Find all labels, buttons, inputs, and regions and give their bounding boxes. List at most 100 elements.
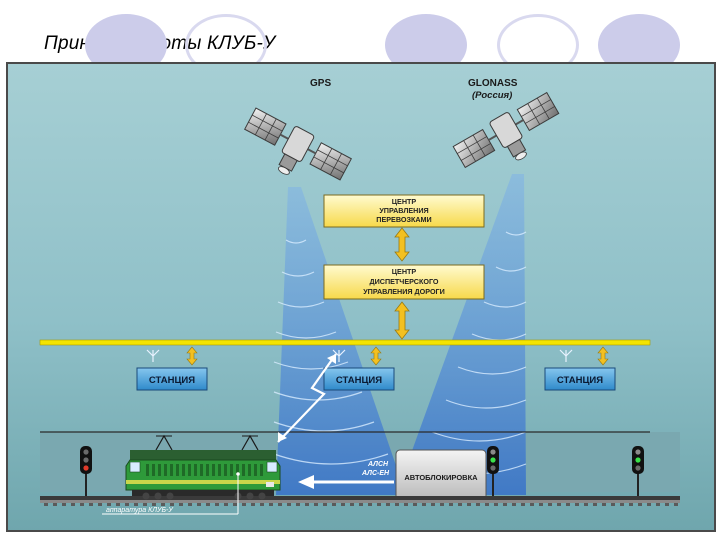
track-sleeper (665, 503, 669, 506)
track-sleeper (629, 503, 633, 506)
apparatus-label: аппаратура КЛУБ-У (106, 507, 174, 514)
track-sleeper (305, 503, 309, 506)
track-sleeper (242, 503, 246, 506)
track-sleeper (161, 503, 165, 506)
antenna-icon (146, 349, 160, 362)
track-sleeper (98, 503, 102, 506)
locomotive-louver (236, 464, 239, 476)
center-dispatch-line-1: ЦЕНТР (392, 267, 417, 276)
station-center: СТАНЦИЯ (323, 346, 395, 391)
small-arrow-icon (597, 346, 609, 366)
track-sleeper (656, 503, 660, 506)
locomotive-louver (248, 464, 251, 476)
center-dispatch-box: ЦЕНТР ДИСПЕТЧЕРСКОГО УПРАВЛЕНИЯ ДОРОГИ (323, 264, 485, 300)
track-sleeper (431, 503, 435, 506)
glonass-sublabel: (Россия) (472, 90, 512, 101)
locomotive-louver (170, 464, 173, 476)
track-sleeper (350, 503, 354, 506)
track-sleeper (638, 503, 642, 506)
gps-label: GPS (310, 78, 331, 89)
locomotive-louver (182, 464, 185, 476)
track-sleeper (404, 503, 408, 506)
track-sleeper (494, 503, 498, 506)
track-sleeper (584, 503, 588, 506)
track-sleeper (566, 503, 570, 506)
track-sleeper (62, 503, 66, 506)
track-sleeper (674, 503, 678, 506)
track-sleeper (188, 503, 192, 506)
locomotive-louver (218, 464, 221, 476)
track-sleeper (215, 503, 219, 506)
track-sleeper (251, 503, 255, 506)
locomotive-louver (254, 464, 257, 476)
als-en-label: АЛС-ЕН (361, 470, 390, 477)
track-sleeper (647, 503, 651, 506)
track-sleeper (125, 503, 129, 506)
small-arrow-icon (186, 346, 198, 366)
track-sleeper (368, 503, 372, 506)
track-sleeper (107, 503, 111, 506)
station-left-label: СТАНЦИЯ (149, 375, 195, 386)
track-sleeper (476, 503, 480, 506)
track-sleeper (341, 503, 345, 506)
track-sleeper (602, 503, 606, 506)
locomotive-louver (242, 464, 245, 476)
track-sleeper (134, 503, 138, 506)
center-dispatch-line-3: УПРАВЛЕНИЯ ДОРОГИ (363, 287, 445, 296)
station-right-label: СТАНЦИЯ (557, 375, 603, 386)
track-sleeper (332, 503, 336, 506)
locomotive-louver (152, 464, 155, 476)
track-sleeper (395, 503, 399, 506)
track-sleeper (260, 503, 264, 506)
track-sleeper (224, 503, 228, 506)
track-sleeper (269, 503, 273, 506)
track-sleeper (143, 503, 147, 506)
track-sleeper (287, 503, 291, 506)
track-sleeper (539, 503, 543, 506)
track-sleeper (197, 503, 201, 506)
locomotive-louver (206, 464, 209, 476)
track-sleeper (467, 503, 471, 506)
locomotive-louver (212, 464, 215, 476)
diagram-panel: GPS GLONASS (Россия) (6, 62, 716, 532)
locomotive-louver (164, 464, 167, 476)
track-sleeper (323, 503, 327, 506)
track-sleeper (530, 503, 534, 506)
locomotive-louver (224, 464, 227, 476)
center-dispatch-line-2: ДИСПЕТЧЕРСКОГО (369, 277, 438, 286)
locomotive-louver (200, 464, 203, 476)
track-sleeper (89, 503, 93, 506)
track-sleeper (296, 503, 300, 506)
track-sleeper (503, 503, 507, 506)
alsn-arrow (298, 475, 394, 489)
track-sleeper (422, 503, 426, 506)
autoblock-label: АВТОБЛОКИРОВКА (404, 473, 478, 482)
track-sleeper (359, 503, 363, 506)
railway-track (40, 496, 680, 503)
locomotive-louver (194, 464, 197, 476)
track-sleeper (377, 503, 381, 506)
track-sleeper (413, 503, 417, 506)
glonass-satellite-icon (452, 91, 560, 169)
track-sleeper (278, 503, 282, 506)
autoblock-box: АВТОБЛОКИРОВКА (395, 449, 487, 501)
center-transport-line-3: ПЕРЕВОЗКАМИ (376, 215, 431, 224)
alsn-label: АЛСН (367, 461, 389, 468)
radio-link-arrow (277, 353, 337, 443)
track-sleeper (53, 503, 57, 506)
track-sleeper (314, 503, 318, 506)
track-sleeper (233, 503, 237, 506)
track-sleeper (611, 503, 615, 506)
track-sleeper (449, 503, 453, 506)
antenna-icon (559, 349, 573, 362)
track-sleeper (593, 503, 597, 506)
communication-line (39, 339, 651, 346)
small-arrow-icon (370, 346, 382, 366)
track-sleeper (521, 503, 525, 506)
station-right: СТАНЦИЯ (544, 346, 616, 391)
locomotive-icon (125, 434, 281, 500)
locomotive-louver (176, 464, 179, 476)
center-transport-line-2: УПРАВЛЕНИЯ (379, 206, 428, 215)
arrow-transport-dispatch (394, 227, 410, 262)
track-sleepers (44, 503, 678, 506)
